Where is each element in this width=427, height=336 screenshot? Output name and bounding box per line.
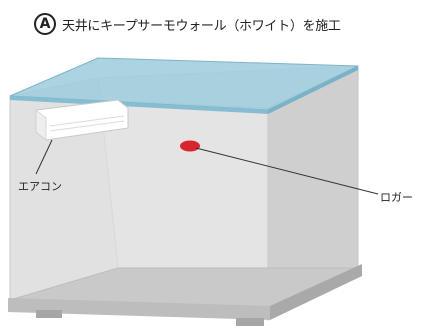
logger-leader-line: [195, 147, 379, 195]
ac-leader-line: [35, 139, 53, 175]
base-front: [8, 298, 270, 320]
foot-left: [36, 310, 62, 318]
air-conditioner: [35, 99, 129, 141]
header-title: 天井にキープサーモウォール（ホワイト）を施工: [62, 18, 341, 34]
logger-label: ロガー: [380, 191, 413, 204]
badge-a: A: [34, 13, 56, 35]
header-caption: A 天井にキープサーモウォール（ホワイト）を施工: [34, 10, 341, 38]
logger-dot: [180, 140, 200, 152]
foot-right: [236, 318, 264, 326]
ceiling-panel-edge: [10, 96, 268, 114]
base-right: [270, 264, 362, 320]
ceiling-panel-edge-right: [268, 66, 358, 114]
air-conditioner-label: エアコン: [18, 180, 62, 193]
